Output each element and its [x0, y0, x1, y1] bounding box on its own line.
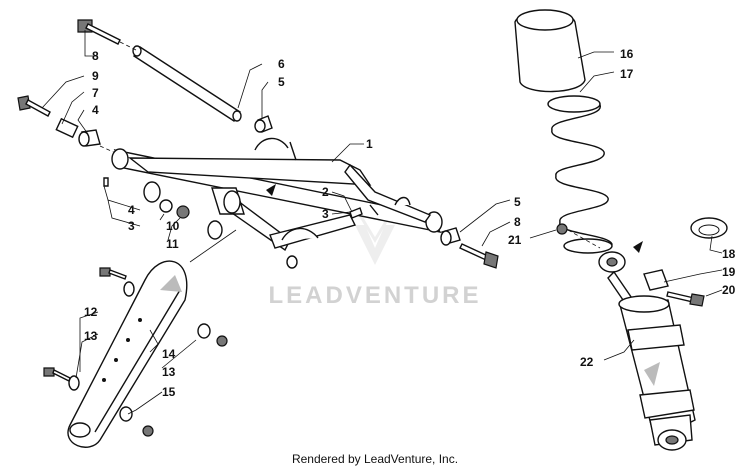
watermark-logo-icon [355, 213, 395, 265]
callout-8: 8 [514, 215, 521, 229]
callout-2: 2 [322, 185, 329, 199]
callout-13: 13 [162, 365, 176, 379]
bolt-part [43, 367, 71, 382]
grease-fitting-part [349, 207, 363, 219]
nut-part [556, 223, 568, 235]
shock-absorber-part [598, 251, 696, 451]
bolt-part [77, 19, 121, 45]
callout-8: 8 [92, 49, 99, 63]
bushing-part [440, 227, 461, 246]
callout-18: 18 [722, 247, 736, 261]
callout-5: 5 [514, 195, 521, 209]
callout-6: 6 [278, 57, 285, 71]
bolt-part [17, 95, 51, 117]
leader-lines [41, 30, 723, 415]
shaft-part [132, 45, 242, 122]
callout-3: 3 [322, 207, 329, 221]
callout-5: 5 [278, 75, 285, 89]
callout-19: 19 [722, 265, 736, 279]
washer-part [68, 375, 80, 391]
callout-10: 10 [166, 219, 180, 233]
callout-9: 9 [92, 69, 99, 83]
washer-part [123, 281, 135, 297]
washer-part [119, 406, 133, 422]
clip-ring-part [690, 217, 728, 239]
callout-4: 4 [128, 203, 135, 217]
spacer-part [55, 117, 79, 139]
bushing-part [78, 129, 101, 147]
callout-1: 1 [366, 137, 373, 151]
nut-part [216, 335, 228, 347]
callout-14: 14 [162, 347, 176, 361]
callout-21: 21 [508, 233, 522, 247]
callout-20: 20 [722, 283, 736, 297]
callout-16: 16 [620, 47, 634, 61]
bushing-part [254, 115, 273, 133]
nut-part [176, 205, 190, 219]
bushing-part [143, 181, 161, 203]
callout-11: 11 [166, 237, 179, 251]
pointer-arrow-icon [633, 241, 643, 253]
callout-15: 15 [162, 385, 176, 399]
callout-7: 7 [92, 86, 99, 100]
render-credit: Rendered by LeadVenture, Inc. [292, 452, 458, 466]
shock-boot-part [514, 9, 586, 93]
bolt-part [666, 291, 705, 307]
callout-22: 22 [580, 355, 594, 369]
shock-spring-part [547, 95, 613, 254]
washer-part [197, 323, 211, 339]
callout-13: 13 [84, 329, 98, 343]
pointer-arrow-icon [266, 184, 276, 196]
nut-part [142, 425, 154, 437]
spacer-part [643, 269, 669, 291]
callout-12: 12 [84, 305, 98, 319]
bolt-part [459, 243, 499, 269]
bolt-part [99, 267, 127, 280]
limiter-strap-part [67, 260, 188, 448]
fitting-part [103, 177, 109, 187]
washer-part [159, 199, 173, 213]
callout-4: 4 [92, 103, 99, 117]
callout-17: 17 [620, 67, 634, 81]
callout-3: 3 [128, 219, 135, 233]
watermark-text: LEADVENTURE [268, 282, 481, 309]
